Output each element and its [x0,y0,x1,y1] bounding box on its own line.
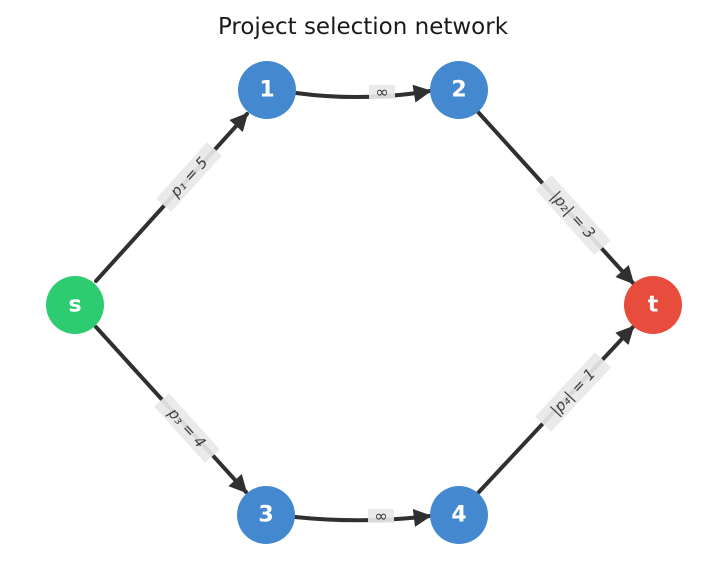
edge-label-text: p₃ = 4 [164,404,210,452]
node-2-circle [430,61,488,119]
node-s-circle [46,276,104,334]
node-s-label: s [68,293,81,318]
edge-group [94,84,635,527]
edge-label-text: p₁ = 5 [166,153,212,201]
node-t: t [624,276,682,334]
edge-label-text: |p₂| = 3 [547,188,599,243]
node-1: 1 [238,61,296,119]
node-3-circle [237,486,295,544]
node-3-label: 3 [258,503,273,528]
edge-label-bg [156,142,222,212]
edge-label-bg [369,85,395,99]
edge-label-bg [154,393,220,463]
edge-label-1-to-2: ∞ [369,83,395,102]
edge-label-text: ∞ [374,507,387,526]
node-2-label: 2 [451,78,466,103]
node-2: 2 [430,61,488,119]
edge-label-2-to-t: |p₂| = 3 [535,174,611,256]
edge-label-bg [534,352,612,432]
edge-label-s-to-3: p₃ = 4 [154,393,220,463]
edge-label-s-to-1: p₁ = 5 [156,142,222,212]
node-t-label: t [648,293,659,318]
node-t-circle [624,276,682,334]
edge-label-text: |p₄| = 1 [547,365,599,419]
node-group: s 1 2 3 4 t [46,61,682,544]
edge-1-to-2 [294,84,432,103]
diagram-title: Project selection network [218,14,509,40]
node-s: s [46,276,104,334]
node-1-label: 1 [259,78,274,103]
edge-label-bg [535,174,611,256]
node-1-circle [238,61,296,119]
edge-3-to-4 [293,508,432,527]
node-4-label: 4 [451,503,466,528]
edge-label-3-to-4: ∞ [368,507,394,526]
node-3: 3 [237,486,295,544]
edge-label-group: p₁ = 5 ∞ |p₂| = 3 p₃ = 4 ∞ |p₄| = 1 [154,83,612,526]
node-4-circle [430,486,488,544]
edge-label-text: ∞ [375,83,388,102]
edge-label-4-to-t: |p₄| = 1 [534,352,612,432]
node-4: 4 [430,486,488,544]
edge-label-bg [368,509,394,523]
